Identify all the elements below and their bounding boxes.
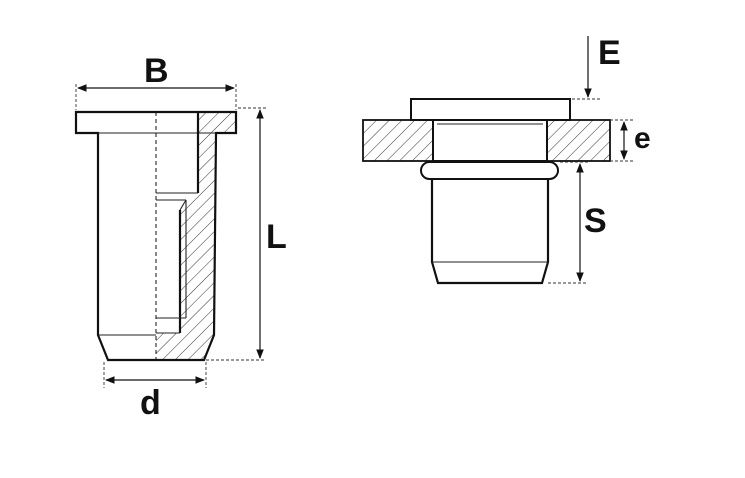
label-S: S — [584, 202, 607, 240]
sheet-right — [546, 119, 611, 162]
installed-head — [410, 98, 571, 121]
sheet-left — [362, 119, 434, 162]
label-B: B — [144, 52, 169, 90]
installed-nut-view: E e S — [362, 34, 651, 285]
rivet-nut-section-view: B L d — [74, 52, 287, 422]
section-hatch — [156, 112, 236, 360]
label-e: e — [634, 122, 651, 155]
nut-outline — [74, 110, 238, 362]
label-d: d — [140, 384, 161, 422]
installed-bulge — [420, 161, 559, 180]
label-E: E — [598, 34, 621, 72]
label-L: L — [266, 218, 287, 256]
